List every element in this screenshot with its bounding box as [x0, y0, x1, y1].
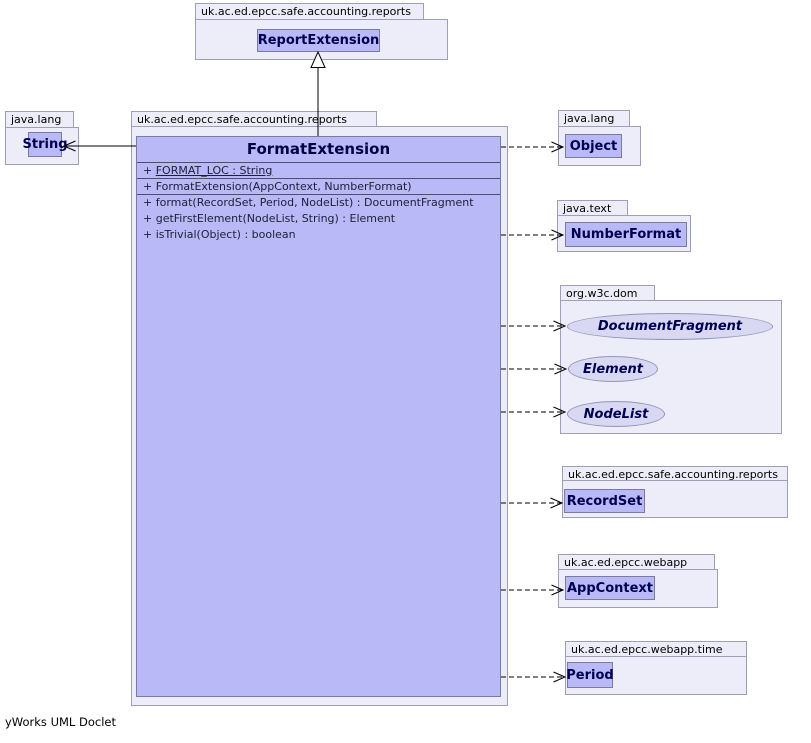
interface-node-nodelist[interactable]: NodeList	[567, 401, 665, 427]
package-tab-java-lang-left: java.lang	[5, 111, 74, 128]
package-tab-reports-recordset: uk.ac.ed.epcc.safe.accounting.reports	[562, 466, 788, 481]
class-node-period[interactable]: Period	[566, 662, 614, 688]
class-node-string[interactable]: String	[23, 132, 68, 157]
interface-node-documentfragment[interactable]: DocumentFragment	[567, 313, 773, 340]
package-tab-webapp-time: uk.ac.ed.epcc.webapp.time	[565, 641, 747, 657]
class-node-numberformat[interactable]: NumberFormat	[565, 222, 687, 247]
package-tab-org-w3c-dom: org.w3c.dom	[560, 285, 655, 301]
field-format-loc: FORMAT_LOC : String	[155, 164, 273, 177]
package-tab-webapp: uk.ac.ed.epcc.webapp	[558, 554, 715, 570]
class-node-appcontext[interactable]: AppContext	[565, 576, 655, 600]
class-member-method-getfirstelement: + getFirstElement(NodeList, String) : El…	[143, 212, 396, 225]
field-visibility-prefix: +	[143, 164, 156, 177]
class-node-reportextension[interactable]: ReportExtension	[257, 29, 380, 52]
class-member-method-istrivial: + isTrivial(Object) : boolean	[143, 228, 296, 241]
package-tab-reports-main: uk.ac.ed.epcc.safe.accounting.reports	[131, 111, 377, 127]
class-member-field: + FORMAT_LOC : String	[137, 163, 500, 179]
class-member-method-format: + format(RecordSet, Period, NodeList) : …	[143, 196, 474, 209]
class-title: FormatExtension	[137, 137, 500, 163]
interface-node-element[interactable]: Element	[568, 356, 658, 382]
class-node-recordset[interactable]: RecordSet	[564, 489, 645, 513]
package-tab-java-text: java.text	[557, 200, 628, 216]
ywords-doclet-credit: yWorks UML Doclet	[5, 715, 116, 729]
class-node-object[interactable]: Object	[565, 134, 622, 158]
class-member-constructor: + FormatExtension(AppContext, NumberForm…	[137, 179, 500, 195]
class-node-formatextension[interactable]: FormatExtension + FORMAT_LOC : String + …	[136, 136, 501, 697]
package-tab-reports-top: uk.ac.ed.epcc.safe.accounting.reports	[195, 3, 424, 20]
package-tab-java-lang-right: java.lang	[558, 110, 630, 127]
